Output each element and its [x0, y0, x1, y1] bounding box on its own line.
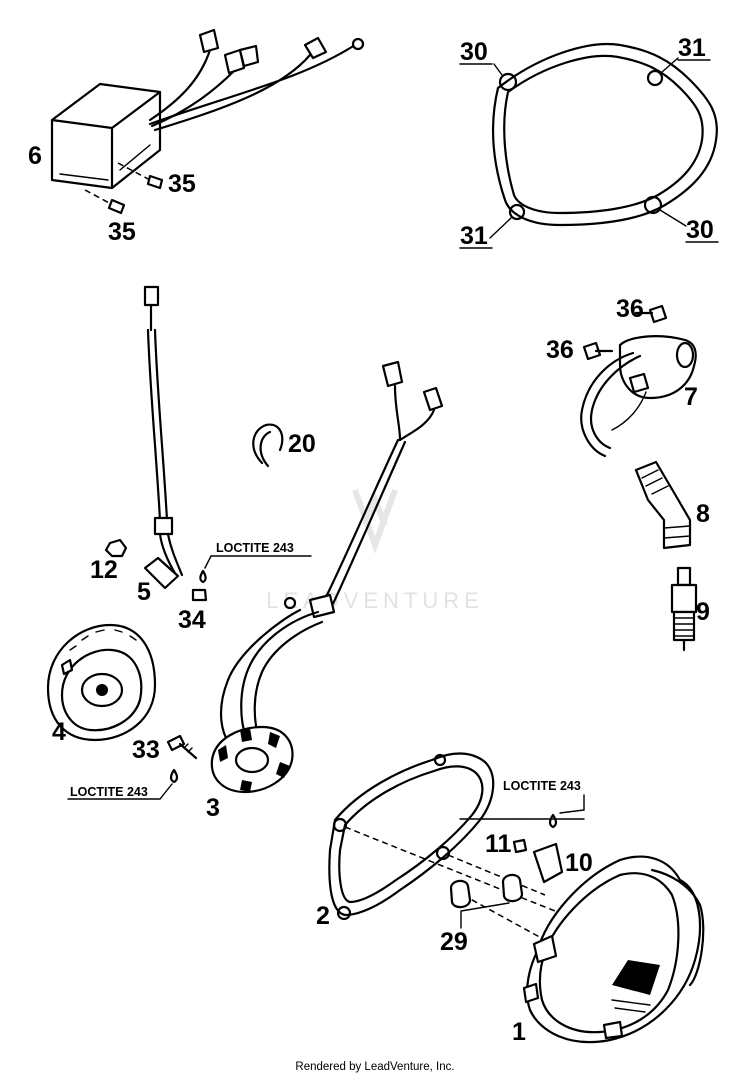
cdi-bolt-35-a: [117, 162, 164, 190]
callout-35-b: 35: [108, 218, 136, 246]
spark-plug-cap: [634, 460, 692, 550]
callout-underlines: [459, 59, 719, 249]
callout-35-a: 35: [168, 170, 196, 198]
screw-11: [512, 813, 558, 854]
watermark: LEADVENTURE: [266, 488, 484, 613]
callout-12: 12: [90, 556, 118, 584]
loctite-notes: LOCTITE 243 LOCTITE 243 LOCTITE 243: [70, 541, 581, 799]
callout-numbers: 1 2 3 4 5 6 7 8 9 10 11 12 20 29 30 30 3…: [28, 34, 714, 1046]
footer-credit: Rendered by LeadVenture, Inc.: [295, 1061, 455, 1073]
callout-9: 9: [696, 598, 710, 626]
cover-gasket: [489, 43, 718, 239]
callout-20: 20: [288, 430, 316, 458]
callout-8: 8: [696, 500, 710, 528]
circlip: [252, 423, 284, 468]
assembly-line-b: [447, 854, 546, 896]
cdi-bolt-35-b: [84, 189, 126, 215]
stator-harness: [210, 360, 444, 794]
ignition-cover-gasket: [328, 752, 495, 921]
callout-5: 5: [137, 578, 151, 606]
callout-4: 4: [52, 718, 66, 746]
cdi-unit: [50, 28, 365, 190]
screw-34: [191, 569, 208, 602]
pickup-harness: [143, 285, 184, 590]
nut-12: [104, 538, 128, 558]
callout-31-b: 31: [460, 222, 488, 250]
sleeves-29: [449, 873, 524, 929]
loctite-note-b: LOCTITE 243: [70, 785, 148, 799]
assembly-line-c: [462, 894, 546, 941]
callout-34: 34: [178, 606, 206, 634]
loctite-note-c: LOCTITE 243: [503, 779, 581, 793]
callout-11: 11: [485, 830, 512, 858]
bolt-33: [166, 734, 198, 784]
loctite-note-a: LOCTITE 243: [216, 541, 294, 555]
callout-10: 10: [565, 849, 593, 877]
spark-plug: [670, 566, 698, 652]
ignition-cover: [522, 855, 705, 1044]
callout-33: 33: [132, 736, 160, 764]
callout-2: 2: [316, 902, 330, 930]
callout-7: 7: [684, 383, 698, 411]
watermark-text: LEADVENTURE: [266, 588, 484, 613]
callout-29: 29: [440, 928, 468, 956]
ignition-coil: [580, 304, 697, 458]
flywheel: [46, 623, 157, 742]
callout-30-b: 30: [686, 216, 714, 244]
plate-10: [532, 842, 564, 884]
callout-3: 3: [206, 794, 220, 822]
leader-lines: [67, 555, 585, 820]
callout-1: 1: [512, 1018, 526, 1046]
callout-30-a: 30: [460, 38, 488, 66]
callout-6: 6: [28, 142, 42, 170]
callout-36-a: 36: [616, 295, 644, 323]
callout-31-a: 31: [678, 34, 706, 62]
callout-36-b: 36: [546, 336, 574, 364]
